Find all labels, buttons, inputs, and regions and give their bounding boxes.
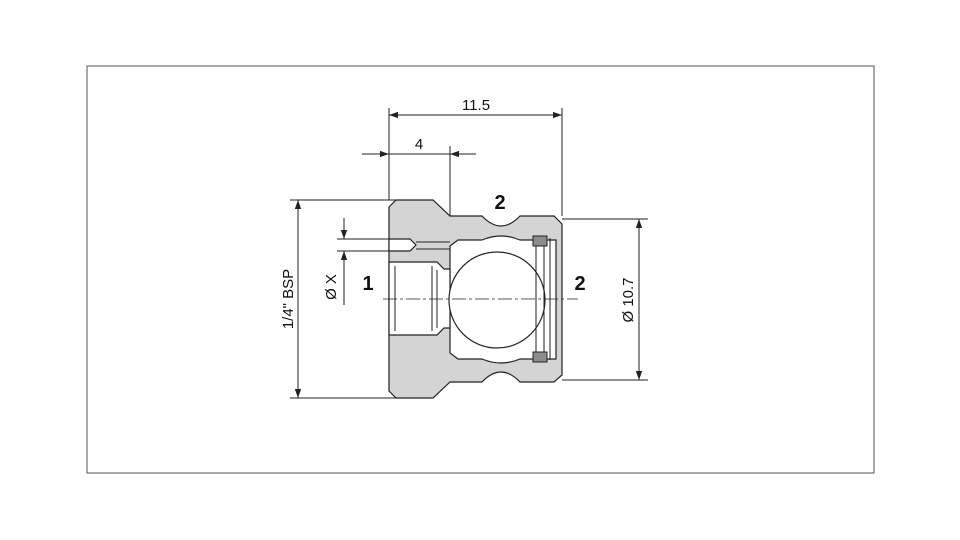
port-label-2-top: 2	[494, 192, 505, 214]
dimension-shoulder-length: 4	[362, 136, 476, 216]
dimension-bore-diameter: Ø X	[323, 218, 389, 305]
port-label-2-right: 2	[574, 273, 585, 295]
ball	[448, 251, 546, 349]
dimension-thread-label: 1/4" BSP	[280, 269, 297, 329]
port-label-1: 1	[362, 273, 373, 295]
dimension-outer-diameter-label: Ø 10.7	[620, 277, 637, 322]
dimension-outer-diameter: Ø 10.7	[562, 218, 648, 381]
dimension-thread: 1/4" BSP	[280, 199, 396, 399]
dimension-shoulder-length-label: 4	[415, 136, 423, 153]
drawing-frame	[86, 65, 875, 474]
dimension-overall-length-label: 11.5	[462, 97, 490, 114]
dimension-bore-diameter-label: Ø X	[323, 274, 340, 300]
dimension-overall-length: 11.5	[388, 97, 563, 216]
